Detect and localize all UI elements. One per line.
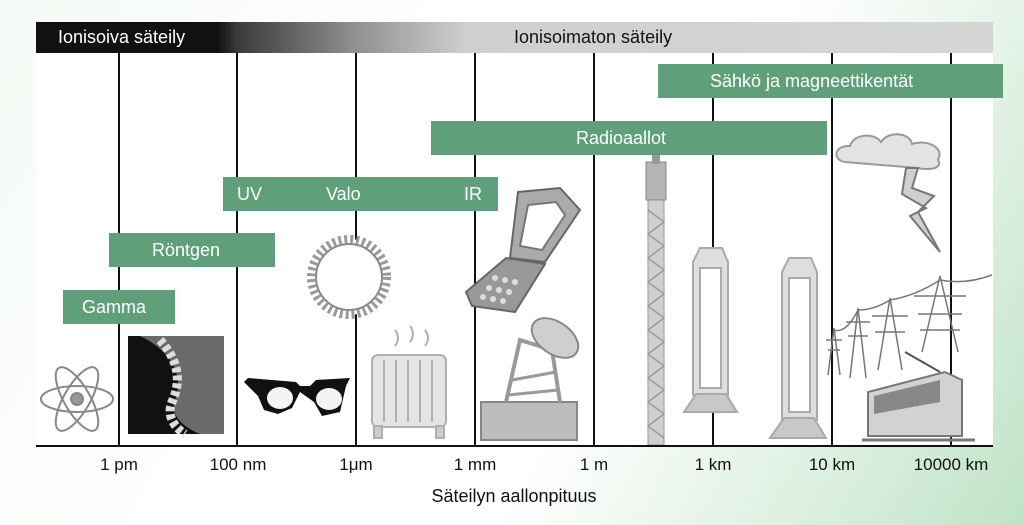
band-uv-label: UV xyxy=(237,184,263,204)
tick-label: 1 km xyxy=(694,455,732,474)
grid-line xyxy=(950,53,952,447)
band-xray-label: Röntgen xyxy=(152,240,221,260)
non-ionizing-label: Ionisoimaton säteily xyxy=(514,27,673,47)
grid-line xyxy=(593,53,595,447)
band-visible-label: Valo xyxy=(326,184,361,204)
axis-title: Säteilyn aallonpituus xyxy=(431,486,597,506)
grid-line xyxy=(712,53,714,447)
grid-line xyxy=(831,53,833,447)
band-ir-label: IR xyxy=(464,184,482,204)
ionizing-label: Ionisoiva säteily xyxy=(58,27,186,47)
tick-label: 1 pm xyxy=(100,455,138,474)
tick-label: 10 km xyxy=(808,455,856,474)
band-xray: Röntgen xyxy=(109,233,275,267)
band-radio-label: Radioaallot xyxy=(576,128,667,148)
band-fields-label: Sähkö ja magneettikentät xyxy=(710,71,914,91)
band-fields: Sähkö ja magneettikentät xyxy=(658,64,1003,98)
band-gamma: Gamma xyxy=(63,290,175,324)
tick-label: 10000 km xyxy=(913,455,989,474)
band-gamma-label: Gamma xyxy=(82,297,147,317)
band-uv-visible-ir: UV Valo IR xyxy=(223,177,498,211)
band-radio: Radioaallot xyxy=(431,121,827,155)
tick-label: 100 nm xyxy=(209,455,267,474)
x-axis xyxy=(36,445,993,447)
tick-label: 1 mm xyxy=(453,455,497,474)
tick-label: 1μm xyxy=(339,455,373,474)
ionization-bar xyxy=(36,22,993,53)
grid-line xyxy=(355,53,357,447)
tick-label: 1 m xyxy=(579,455,609,474)
grid-line xyxy=(474,53,476,447)
